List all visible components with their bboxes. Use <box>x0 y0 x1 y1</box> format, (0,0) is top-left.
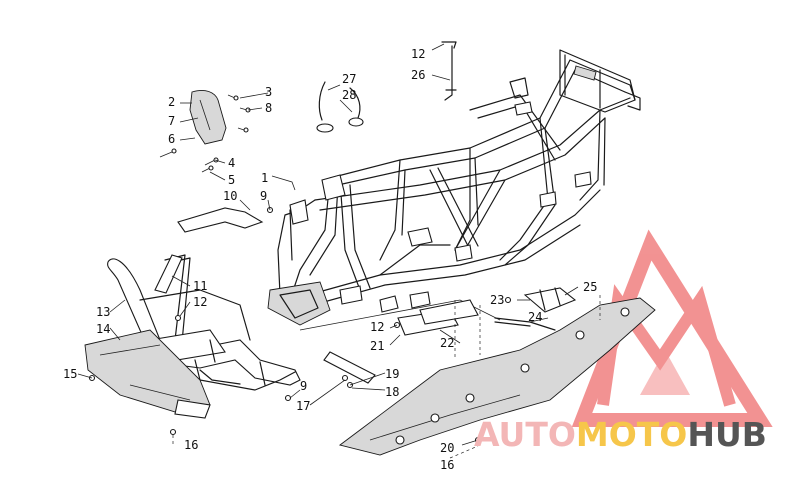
fasteners-top-left <box>159 94 251 173</box>
bolt-26 <box>441 41 457 101</box>
cover-plate <box>189 89 227 145</box>
callout-7: 7 <box>168 114 175 128</box>
callout-16-left: 16 <box>184 438 198 452</box>
callout-27: 27 <box>342 72 356 86</box>
callout-18: 18 <box>385 385 399 399</box>
bracket-10 <box>177 207 264 233</box>
callout-19: 19 <box>385 367 399 381</box>
callout-2: 2 <box>168 95 175 109</box>
watermark-auto: AUTO <box>474 415 576 454</box>
callout-3: 3 <box>265 85 272 99</box>
callout-24: 24 <box>528 310 542 324</box>
callout-14: 14 <box>96 322 110 336</box>
side-guards <box>323 299 479 384</box>
callout-1: 1 <box>261 171 268 185</box>
watermark-text: AUTOMOTOHUB <box>474 415 767 454</box>
callout-5: 5 <box>228 173 235 187</box>
clamps <box>316 81 364 133</box>
callout-4: 4 <box>228 156 235 170</box>
callout-26: 26 <box>411 68 425 82</box>
callout-labels: 1 2 3 4 5 6 7 8 9 9 10 11 12 12 12 13 14… <box>63 47 597 472</box>
callout-25: 25 <box>583 280 597 294</box>
callout-16-right: 16 <box>440 458 454 472</box>
misc-fasteners <box>88 206 512 444</box>
rear-skid-plate <box>338 297 656 456</box>
callout-11: 11 <box>193 279 207 293</box>
callout-13: 13 <box>96 305 110 319</box>
callout-8: 8 <box>265 101 272 115</box>
leader-lines <box>77 43 601 459</box>
callout-15: 15 <box>63 367 77 381</box>
watermark-moto: MOTO <box>576 415 687 454</box>
callout-12-left: 12 <box>193 295 207 309</box>
callout-23: 23 <box>490 293 504 307</box>
rod-24 <box>494 317 556 331</box>
callout-12-top: 12 <box>411 47 425 61</box>
callout-9-lower: 9 <box>300 379 307 393</box>
callout-17: 17 <box>296 399 310 413</box>
callout-21: 21 <box>370 339 384 353</box>
bracket-11 <box>154 254 183 294</box>
footrest-bracket <box>523 287 577 313</box>
main-frame <box>267 49 641 331</box>
callout-20: 20 <box>440 441 454 455</box>
callout-12-mid: 12 <box>370 320 384 334</box>
callout-28: 28 <box>342 88 356 102</box>
front-skid-plate <box>84 329 211 419</box>
callout-10: 10 <box>223 189 237 203</box>
callout-22: 22 <box>440 336 454 350</box>
callout-9-upper: 9 <box>260 189 267 203</box>
svg-text:AUTOMOTOHUB: AUTOMOTOHUB <box>474 415 767 454</box>
watermark-hub: HUB <box>687 415 767 454</box>
callout-6: 6 <box>168 132 175 146</box>
